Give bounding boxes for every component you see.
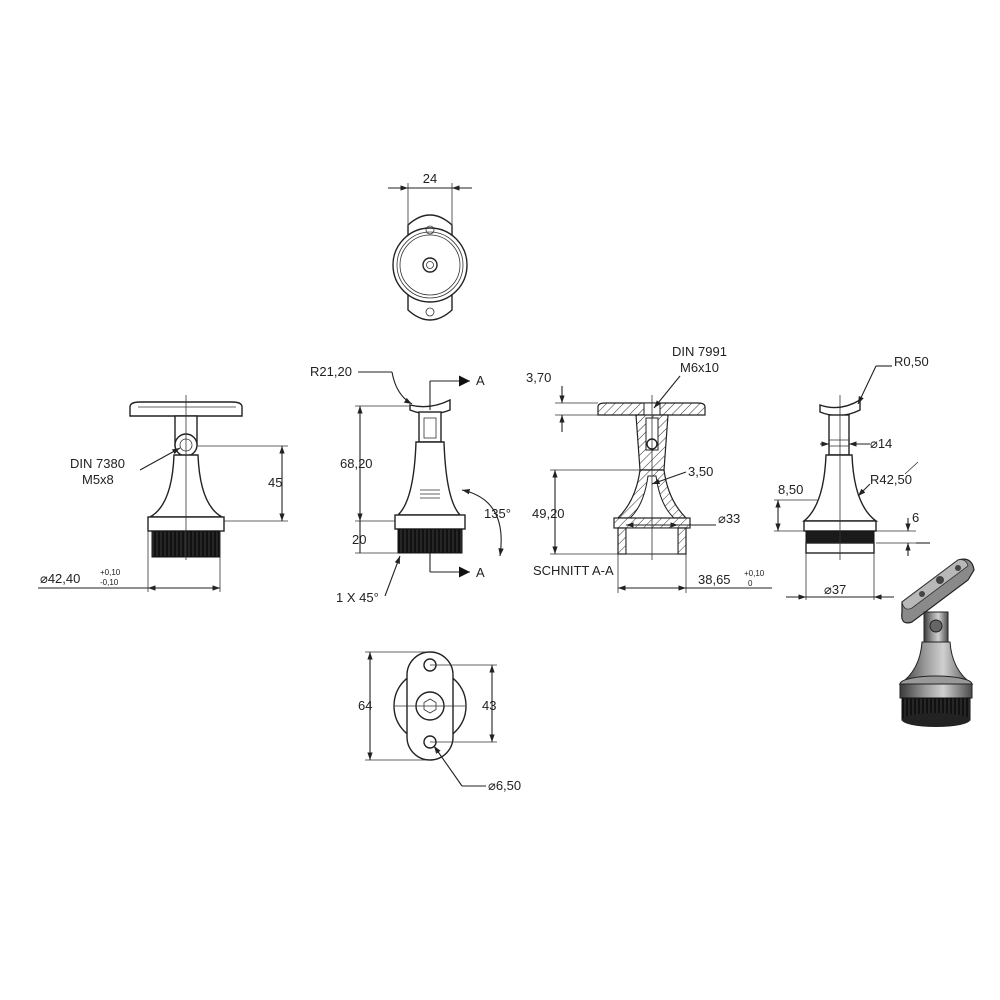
section-din-label: DIN 7991 <box>672 344 727 359</box>
right-radius-small-label: R0,50 <box>894 354 929 369</box>
left-diameter-label: ⌀42,40 <box>40 571 80 586</box>
bottom-hole-diameter-label: ⌀6,50 <box>488 778 521 793</box>
right-diameter-label: ⌀37 <box>824 582 846 597</box>
left-side-view: DIN 7380 M5x8 45 ⌀42,40 +0,10 -0,10 <box>38 395 288 592</box>
right-ring-label: 6 <box>912 510 919 525</box>
section-screw-label: M6x10 <box>680 360 719 375</box>
section-diameter-label: 38,65 <box>698 572 731 587</box>
bottom-length-label: 64 <box>358 698 372 713</box>
front-chamfer-label: 1 X 45° <box>336 590 379 605</box>
top-width-label: 24 <box>423 171 437 186</box>
front-radius-label: R21,20 <box>310 364 352 379</box>
section-title: SCHNITT A-A <box>533 563 614 578</box>
front-view: A A R21,20 68,20 20 135° 1 X 45° <box>310 364 511 605</box>
front-angle-label: 135° <box>484 506 511 521</box>
section-tol-upper: +0,10 <box>744 569 765 578</box>
section-view: 3,70 DIN 7991 M6x10 3,50 49,20 ⌀33 SCHNI… <box>526 344 772 593</box>
right-side-view: R0,50 ⌀14 R42,50 8,50 6 ⌀37 <box>774 354 930 600</box>
left-tol-upper: +0,10 <box>100 568 121 577</box>
section-inner-diameter-label: ⌀33 <box>718 511 740 526</box>
right-height-label: 8,50 <box>778 482 803 497</box>
isometric-render <box>898 558 975 727</box>
top-view: 24 <box>388 171 472 321</box>
section-marker-bottom: A <box>476 565 485 580</box>
section-wall-label: 3,50 <box>688 464 713 479</box>
right-diameter-14-label: ⌀14 <box>870 436 892 451</box>
left-screw-label: M5x8 <box>82 472 114 487</box>
left-tol-lower: -0,10 <box>100 578 119 587</box>
section-height-label: 49,20 <box>532 506 565 521</box>
section-tol-lower: 0 <box>748 579 753 588</box>
bottom-view: 64 43 ⌀6,50 <box>358 651 521 793</box>
left-din-label: DIN 7380 <box>70 456 125 471</box>
left-height-label: 45 <box>268 475 282 490</box>
front-base-height-label: 20 <box>352 532 366 547</box>
right-radius-large-label: R42,50 <box>870 472 912 487</box>
front-height-label: 68,20 <box>340 456 373 471</box>
section-marker-top: A <box>476 373 485 388</box>
bottom-hole-spacing-label: 43 <box>482 698 496 713</box>
section-plate-label: 3,70 <box>526 370 551 385</box>
